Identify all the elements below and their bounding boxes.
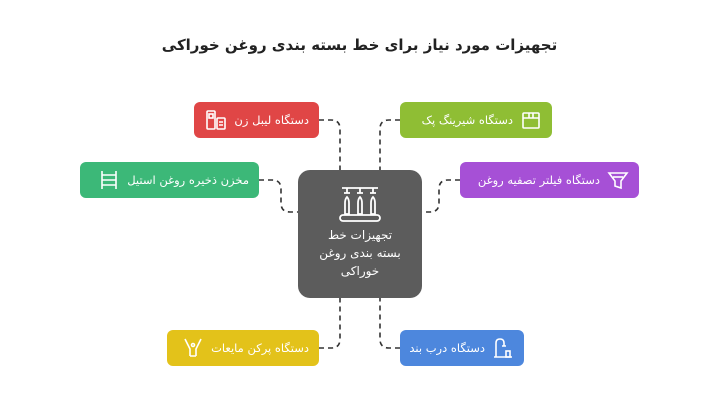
center-node: تجهیزات خط بسته بندی روغن خوراکی [298,170,422,298]
connector-storage-tank [259,179,298,213]
center-label: تجهیزات خط بسته بندی روغن خوراکی [319,228,401,278]
label-machine-label: دستگاه لیبل زن [234,113,309,127]
connector-oil-filter [422,179,460,213]
bottles-conveyor-icon [338,184,382,228]
storage-tank-label: مخزن ذخیره روغن استیل [127,173,249,187]
shrink-pack-label: دستگاه شیرینگ پک [421,113,513,127]
capper-node: دستگاه درب بند [400,330,524,366]
shelving-tank-icon [98,169,120,191]
storage-tank-node: مخزن ذخیره روغن استیل [80,162,259,198]
connector-label-machine [319,119,341,170]
label-machine-node: دستگاه لیبل زن [194,102,319,138]
capper-label: دستگاه درب بند [409,341,485,355]
connector-capper [379,298,400,349]
connector-shrink-pack [379,119,400,170]
oil-filter-node: دستگاه فیلتر تصفیه روغن [460,162,639,198]
filler-nozzle-icon [182,337,204,359]
liquid-filler-label: دستگاه پرکن مایعات [211,341,309,355]
capping-machine-icon [492,337,514,359]
shrink-pack-node: دستگاه شیرینگ پک [400,102,552,138]
label-machine-icon [205,109,227,131]
oil-filter-label: دستگاه فیلتر تصفیه روغن [477,173,600,187]
diagram-title: تجهیزات مورد نیاز برای خط بسته بندی روغن… [161,36,558,54]
liquid-filler-node: دستگاه پرکن مایعات [167,330,319,366]
filter-funnel-icon [607,169,629,191]
package-box-icon [520,109,542,131]
connector-liquid-filler [319,298,341,349]
